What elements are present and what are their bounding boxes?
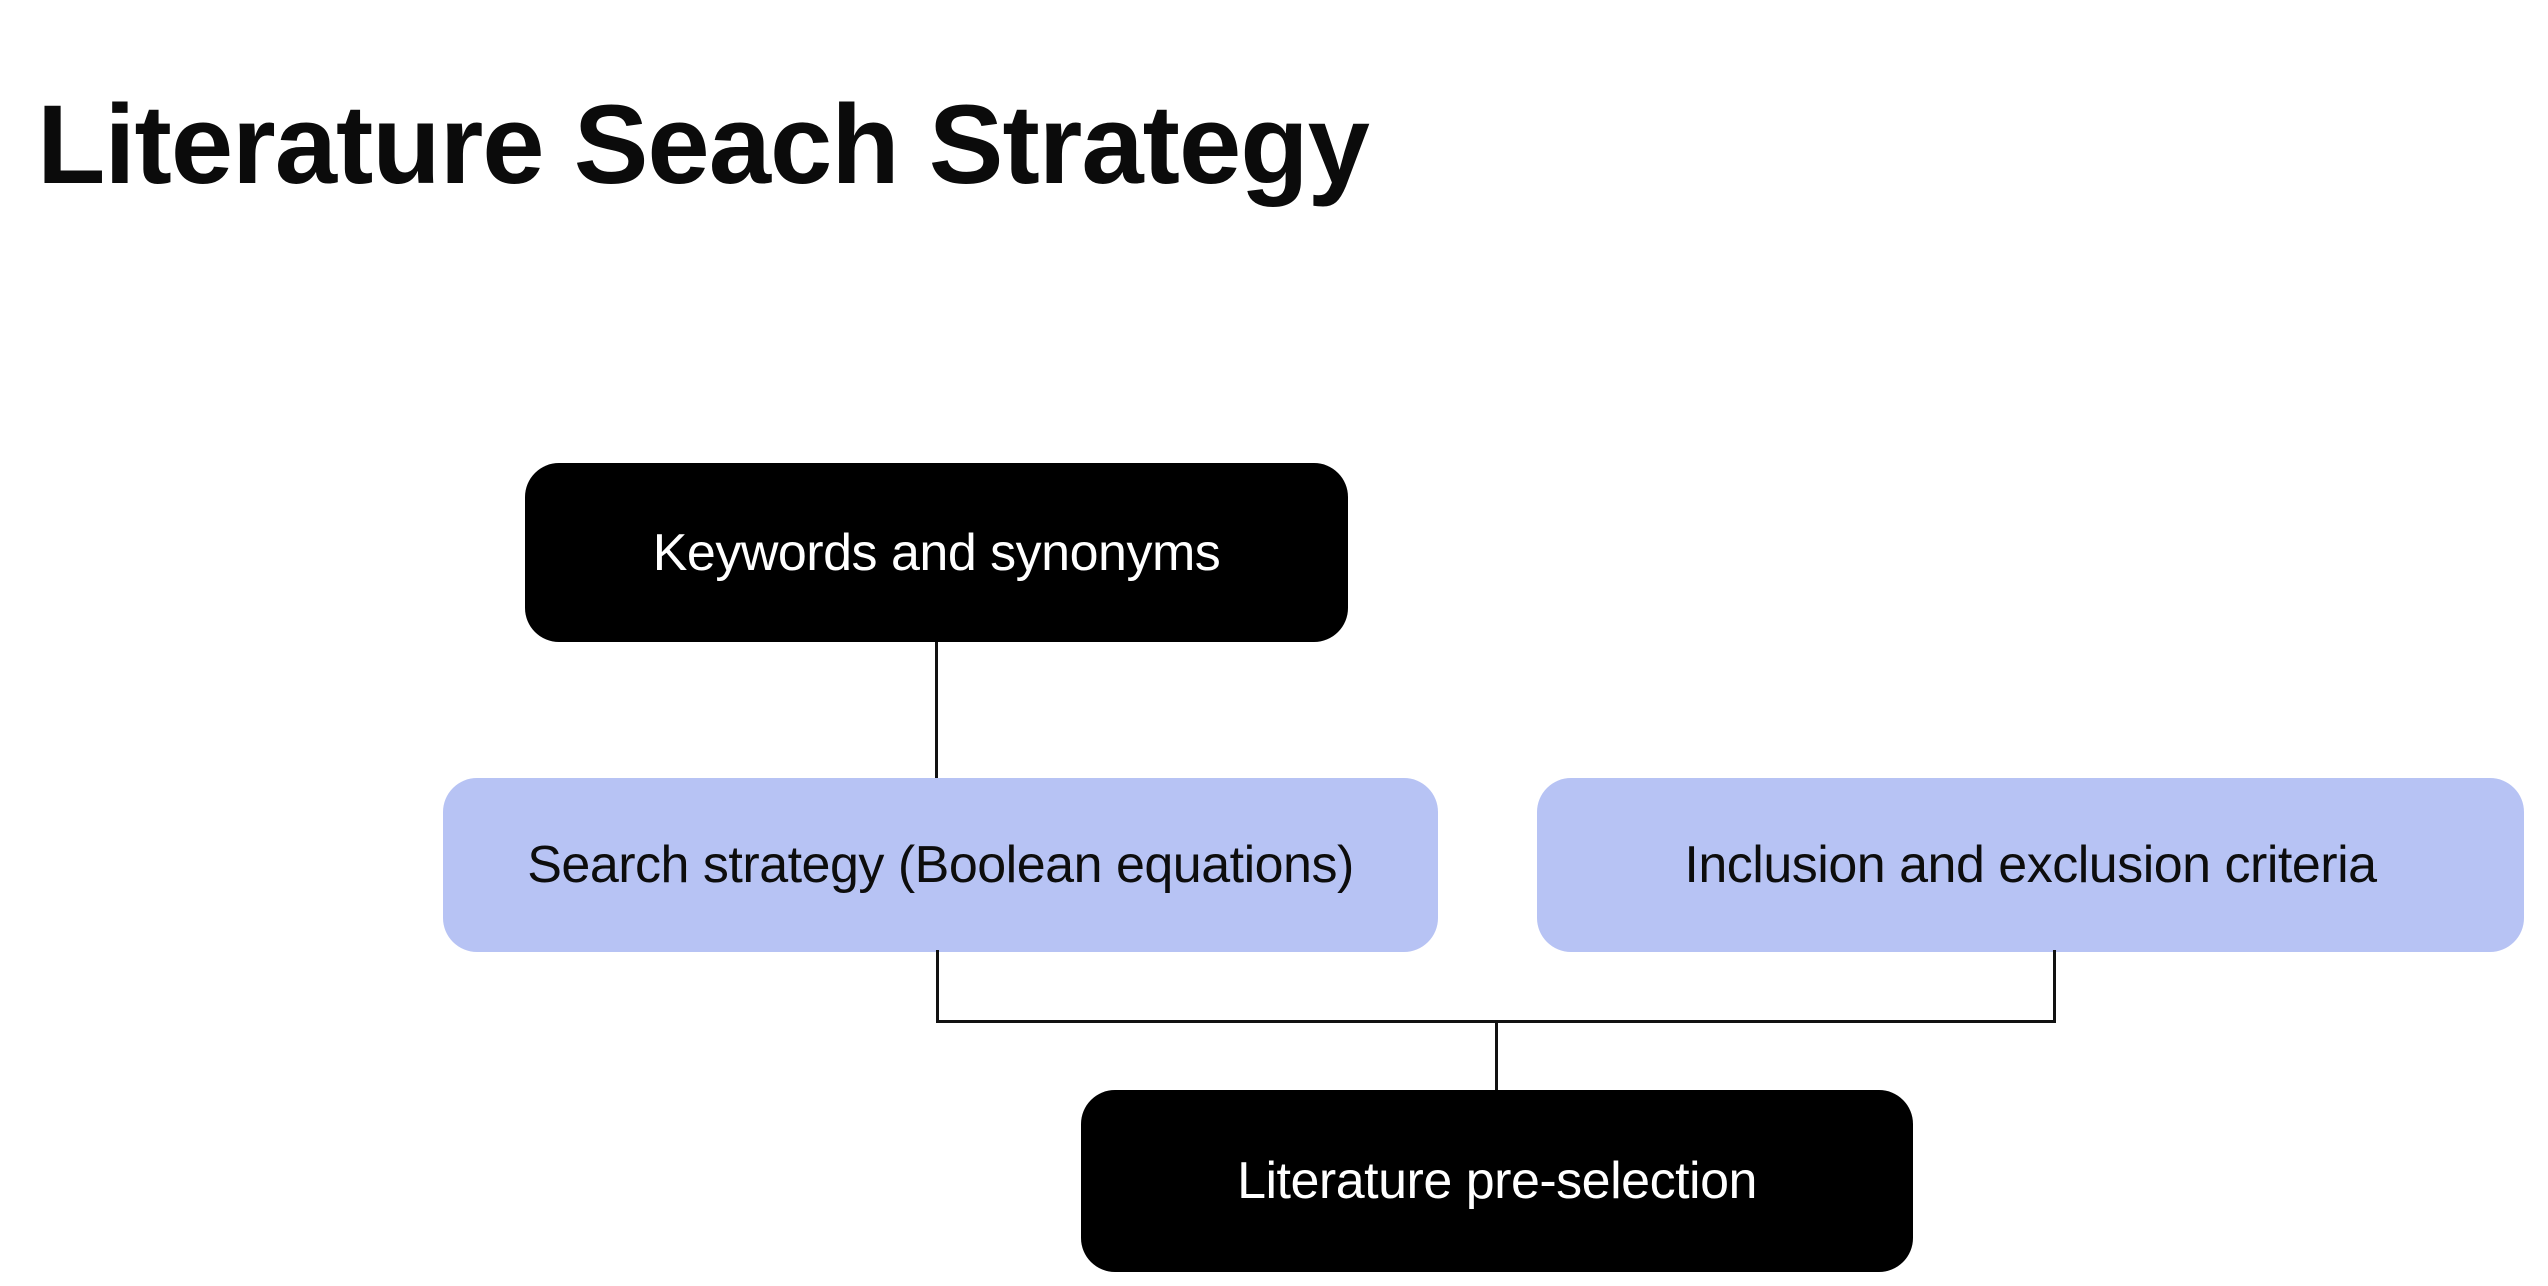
page-title: Literature Seach Strategy — [37, 82, 1370, 208]
node-pre-selection-label: Literature pre-selection — [1237, 1152, 1757, 1210]
connector-search-strategy-down — [936, 950, 939, 1023]
node-keywords-and-synonyms: Keywords and synonyms — [525, 463, 1348, 642]
node-inclusion-exclusion-label: Inclusion and exclusion criteria — [1684, 836, 2377, 894]
node-search-strategy: Search strategy (Boolean equations) — [443, 778, 1438, 952]
node-literature-pre-selection: Literature pre-selection — [1081, 1090, 1913, 1272]
node-search-strategy-label: Search strategy (Boolean equations) — [527, 836, 1354, 894]
connector-join-to-pre-selection — [1495, 1020, 1498, 1092]
connector-inclusion-exclusion-down — [2053, 950, 2056, 1023]
connector-keywords-to-search-strategy — [935, 642, 938, 780]
node-keywords-label: Keywords and synonyms — [652, 523, 1221, 582]
node-inclusion-exclusion-criteria: Inclusion and exclusion criteria — [1537, 778, 2524, 952]
